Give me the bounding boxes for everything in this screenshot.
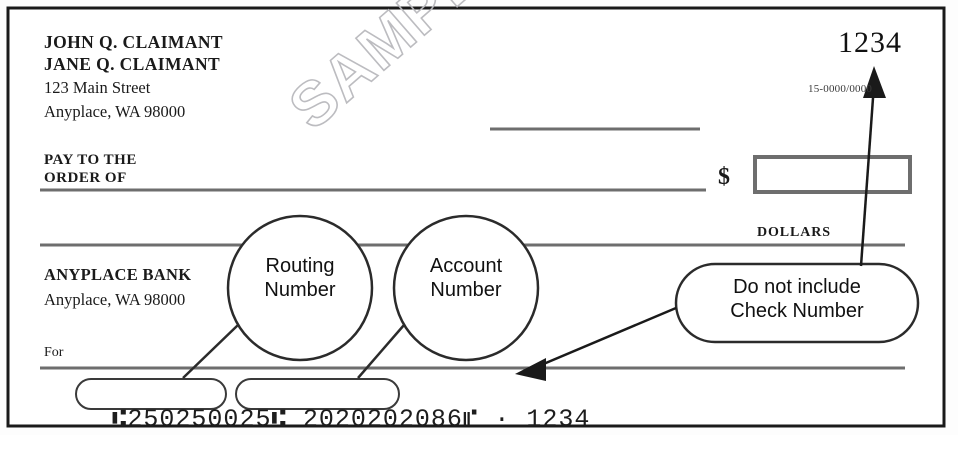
micr-check-number-arrow-shaft: [533, 306, 677, 370]
memo-label: For: [44, 345, 64, 360]
account-number-callout-label: Account Number: [396, 255, 536, 302]
routing-number-highlight: [75, 378, 227, 410]
check-vector-layer: [6, 6, 946, 428]
check-sample-image: JOHN Q. CLAIMANT JANE Q. CLAIMANT 123 Ma…: [6, 0, 946, 434]
check-number-callout-box: [674, 262, 920, 344]
micr-routing-number: 250250025: [127, 405, 272, 434]
micr-line: ⑆250250025⑆ 2020202086⑈ · 1234: [48, 376, 590, 463]
payer-address-line-1: 123 Main Street: [44, 78, 151, 97]
fractional-routing-code: 15-0000/0000: [808, 83, 873, 95]
account-callout-line-2: Number: [430, 278, 502, 301]
micr-check-number-arrow-head: [515, 358, 546, 381]
dollar-sign-symbol: $: [718, 164, 730, 190]
routing-leader-line: [182, 324, 239, 379]
micr-dash-symbol: ·: [494, 405, 511, 434]
micr-transit-symbol-open: ⑆: [112, 405, 128, 432]
micr-account-number: 2020202086: [302, 405, 463, 434]
check-number-callout-line-2: Check Number: [730, 299, 864, 322]
micr-transit-symbol-close: ⑆: [271, 405, 287, 432]
routing-callout-line-2: Number: [264, 278, 336, 301]
payer-name-line-1: JOHN Q. CLAIMANT: [44, 32, 223, 52]
routing-callout-circle: [226, 214, 374, 362]
order-of-label: ORDER OF: [44, 170, 127, 186]
payer-name-line-2: JANE Q. CLAIMANT: [44, 54, 221, 74]
dollars-label: DOLLARS: [757, 225, 831, 240]
micr-check-number: 1234: [526, 405, 591, 434]
payer-address-line-2: Anyplace, WA 98000: [44, 102, 186, 121]
account-callout-line-1: Account: [429, 255, 503, 277]
check-number-arrow-shaft: [859, 83, 876, 267]
micr-on-us-symbol: ⑈: [462, 405, 479, 432]
amount-box: [753, 155, 912, 194]
check-number: 1234: [838, 26, 902, 59]
pay-to-the-label: PAY TO THE: [44, 152, 137, 168]
routing-callout-line-1: Routing: [265, 255, 335, 277]
account-callout-circle: [392, 214, 540, 362]
account-number-highlight: [235, 378, 400, 410]
check-number-callout-label: Do not include Check Number: [688, 276, 906, 323]
bank-name: ANYPLACE BANK: [44, 265, 192, 284]
bank-address: Anyplace, WA 98000: [44, 290, 186, 309]
check-number-callout-line-1: Do not include: [733, 276, 861, 298]
check-number-arrow-head: [863, 66, 886, 98]
routing-number-callout-label: Routing Number: [230, 255, 370, 302]
account-leader-line: [357, 324, 405, 379]
